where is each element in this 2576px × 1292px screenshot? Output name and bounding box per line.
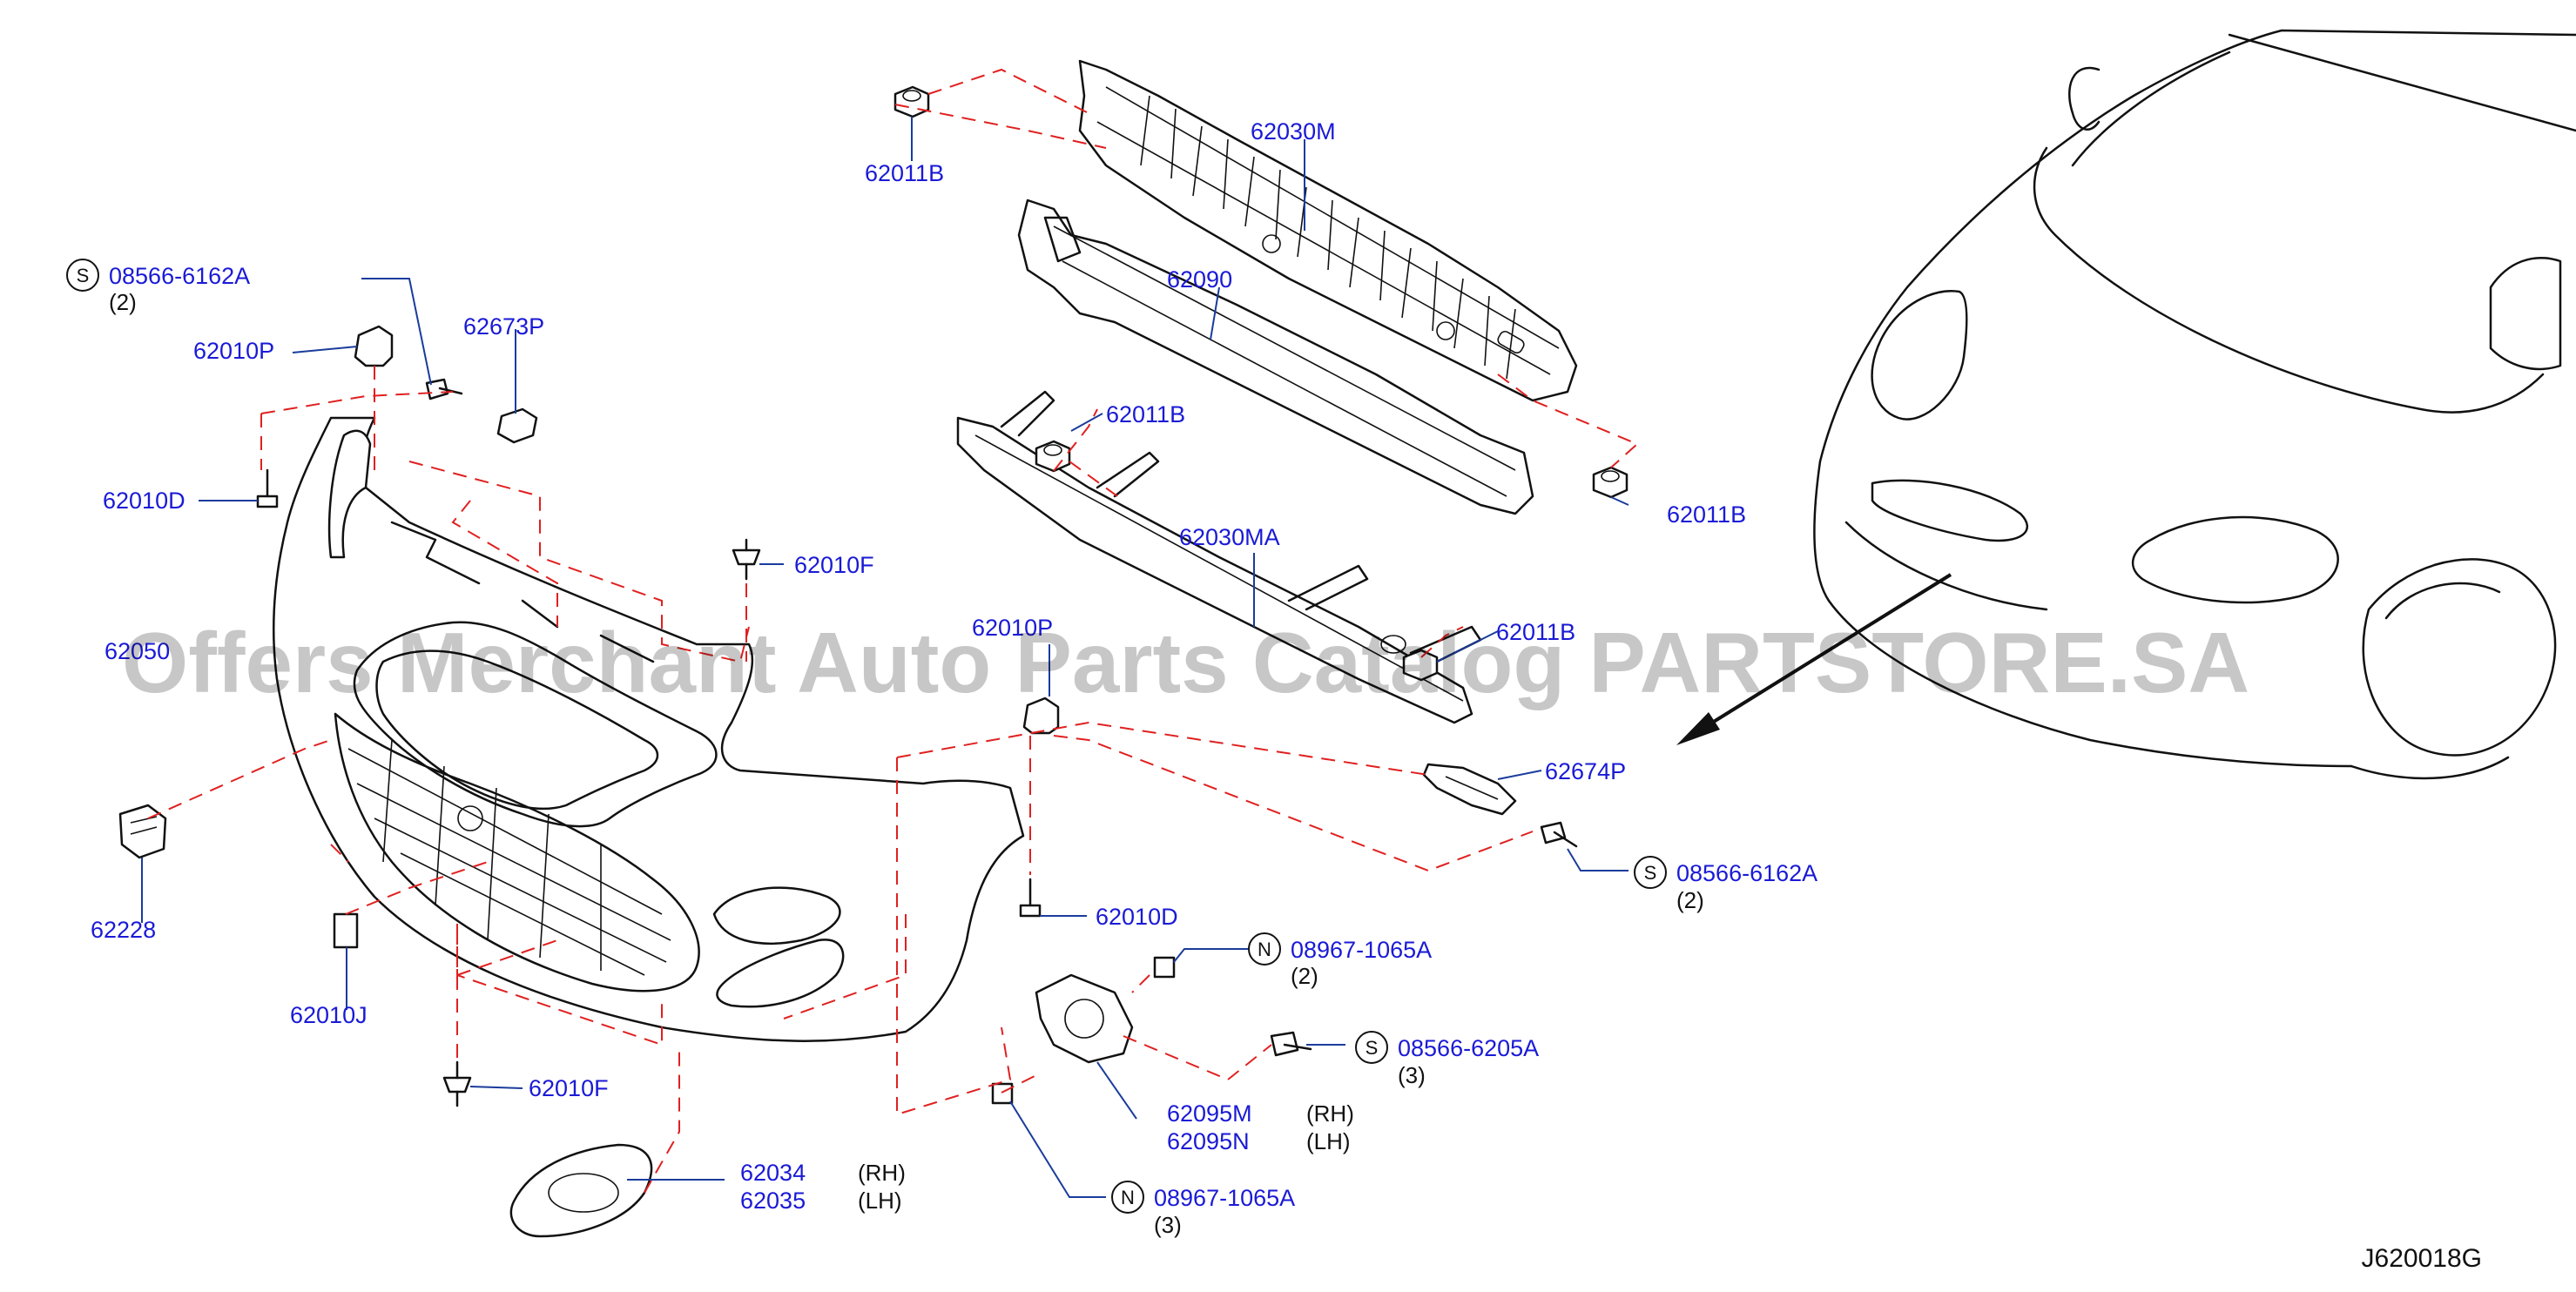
part-number: 62011B — [1667, 501, 1746, 528]
callout-fog-bracket: 62095M 62095N (RH) (LH) — [1167, 1100, 1354, 1154]
callout-bolt-s-3: S 08566-6205A (3) — [1355, 1031, 1539, 1088]
prefix-badge — [1248, 932, 1281, 966]
part-number: 08967-1065A — [1291, 937, 1432, 963]
part-number: 62011B — [1106, 401, 1185, 427]
prefix-letter: S — [77, 265, 90, 286]
prefix-letter: N — [1121, 1187, 1135, 1208]
quantity: (3) — [1398, 1062, 1426, 1088]
quantity: (2) — [109, 289, 137, 315]
callout-nut-n-2: N 08967-1065A (3) — [1111, 1181, 1295, 1238]
vehicle-outline — [1813, 29, 2576, 780]
part-number-rh: 62095M — [1167, 1100, 1252, 1127]
absorber-upper-drawing — [1078, 59, 1578, 402]
reinforcement-drawing — [1017, 199, 1534, 515]
quantity: (2) — [1291, 963, 1318, 989]
prefix-badge — [1111, 1181, 1144, 1214]
quantity: (2) — [1676, 887, 1704, 913]
callout-bolt-s-2: S 08566-6162A (2) — [1634, 856, 1817, 913]
callout-bolt-s-1: S 08566-6162A (2) — [66, 259, 250, 315]
part-number: 62030MA — [1179, 524, 1280, 550]
callout-nut-n-1: N 08967-1065A (2) — [1248, 932, 1432, 989]
part-number: 62010D — [1096, 904, 1178, 930]
part-number: 62050 — [105, 638, 170, 664]
part-number-lh: 62095N — [1167, 1128, 1250, 1154]
part-number: 62228 — [91, 917, 156, 943]
part-number: 62090 — [1167, 266, 1232, 293]
part-number: 62011B — [865, 160, 944, 186]
direction-arrow — [1676, 573, 1952, 745]
part-number: 62010P — [193, 338, 274, 364]
part-number: 62010F — [529, 1075, 609, 1101]
part-number: 62673P — [463, 313, 544, 340]
absorber-lower-drawing — [956, 390, 1482, 724]
prefix-letter: S — [1644, 862, 1657, 884]
side-rh: (RH) — [858, 1160, 906, 1186]
part-number-lh: 62035 — [740, 1188, 806, 1214]
part-number: 62030M — [1251, 118, 1336, 145]
part-number: 62011B — [1496, 619, 1575, 645]
side-lh: (LH) — [1306, 1128, 1351, 1154]
part-number: 08566-6162A — [109, 263, 250, 289]
part-number: 62010F — [794, 552, 874, 578]
prefix-badge — [1634, 856, 1667, 889]
prefix-letter: N — [1258, 939, 1271, 960]
watermark-text: Offers Merchant Auto Parts Catalog PARTS… — [122, 615, 2249, 710]
prefix-badge — [66, 259, 99, 292]
part-number: 08967-1065A — [1154, 1185, 1295, 1211]
part-number: 08566-6205A — [1398, 1035, 1539, 1061]
alignment-lines — [147, 68, 1639, 1194]
callout-fog-cover: 62034 62035 (RH) (LH) — [740, 1160, 906, 1214]
diagram-code: J620018G — [2362, 1244, 2482, 1273]
prefix-badge — [1355, 1031, 1388, 1064]
part-number: 62010P — [972, 615, 1053, 641]
bumper-fascia-drawing — [273, 416, 1025, 1042]
part-number-rh: 62034 — [740, 1160, 806, 1186]
side-lh: (LH) — [858, 1188, 902, 1214]
hardware-drawings — [118, 85, 1629, 1238]
part-number: 62674P — [1545, 758, 1626, 784]
prefix-letter: S — [1366, 1037, 1379, 1059]
quantity: (3) — [1154, 1212, 1182, 1238]
side-rh: (RH) — [1306, 1100, 1354, 1127]
part-number: 08566-6162A — [1676, 860, 1817, 886]
part-number: 62010J — [290, 1002, 368, 1028]
part-number: 62010D — [103, 488, 185, 514]
leader-lines — [141, 117, 1629, 1198]
